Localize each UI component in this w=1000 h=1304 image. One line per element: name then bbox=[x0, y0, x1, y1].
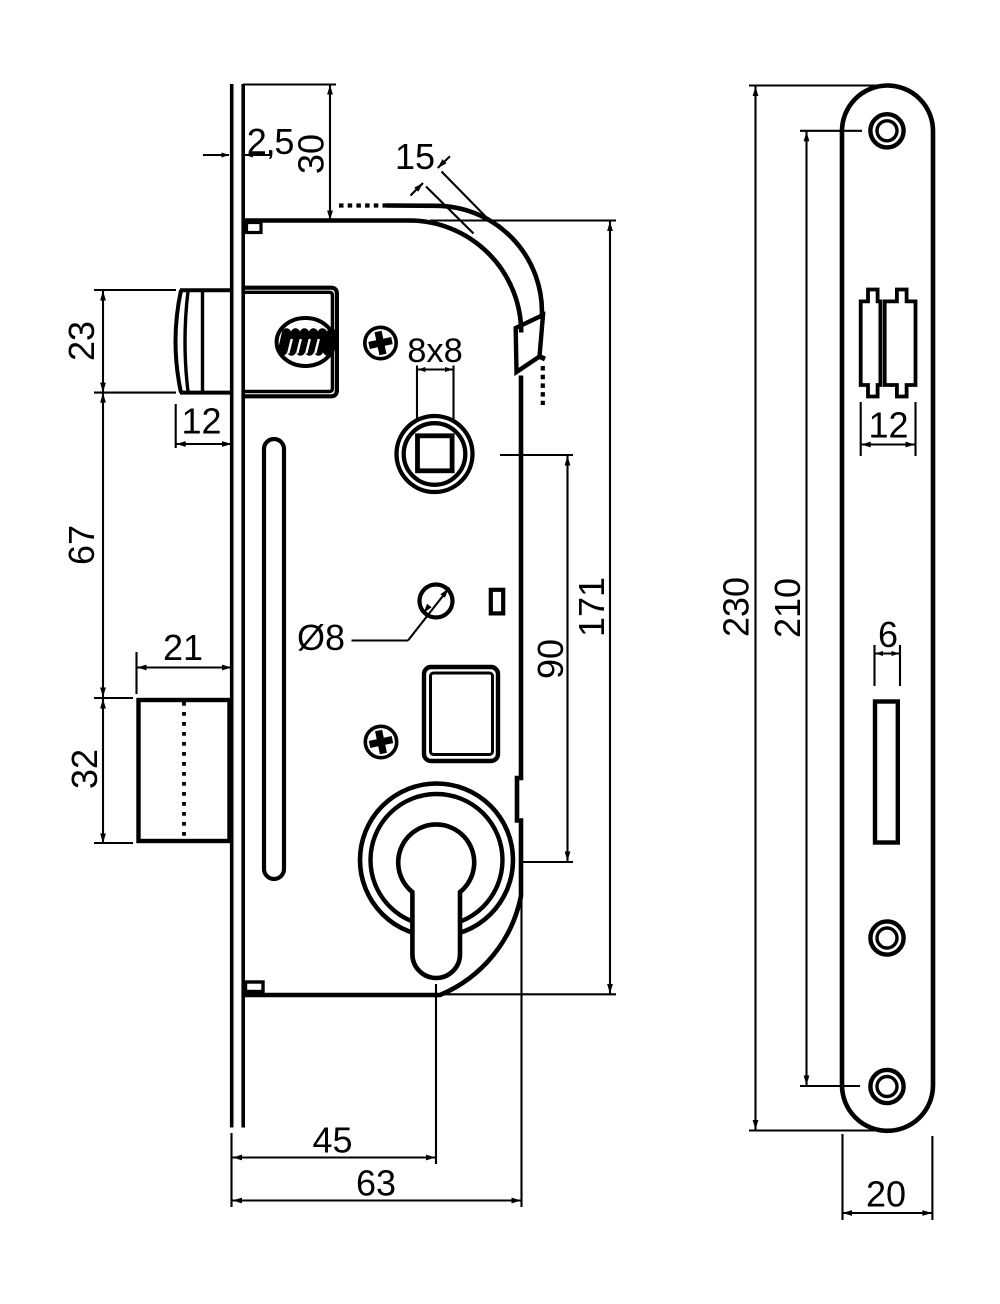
svg-text:63: 63 bbox=[356, 1163, 396, 1204]
svg-text:2,5: 2,5 bbox=[247, 121, 294, 162]
svg-text:32: 32 bbox=[64, 749, 105, 789]
svg-text:8x8: 8x8 bbox=[407, 332, 463, 370]
svg-text:23: 23 bbox=[61, 321, 102, 361]
svg-text:21: 21 bbox=[163, 627, 203, 668]
svg-text:90: 90 bbox=[530, 639, 571, 679]
svg-text:15: 15 bbox=[395, 136, 435, 177]
svg-text:30: 30 bbox=[291, 134, 332, 174]
svg-text:6: 6 bbox=[878, 614, 898, 655]
svg-text:230: 230 bbox=[716, 577, 757, 637]
svg-text:Ø8: Ø8 bbox=[297, 617, 345, 658]
svg-text:45: 45 bbox=[312, 1120, 352, 1161]
svg-text:20: 20 bbox=[866, 1174, 906, 1215]
svg-text:67: 67 bbox=[61, 525, 102, 565]
svg-text:12: 12 bbox=[868, 405, 908, 446]
svg-text:12: 12 bbox=[181, 401, 221, 442]
svg-text:210: 210 bbox=[767, 578, 808, 638]
svg-text:171: 171 bbox=[571, 577, 612, 637]
